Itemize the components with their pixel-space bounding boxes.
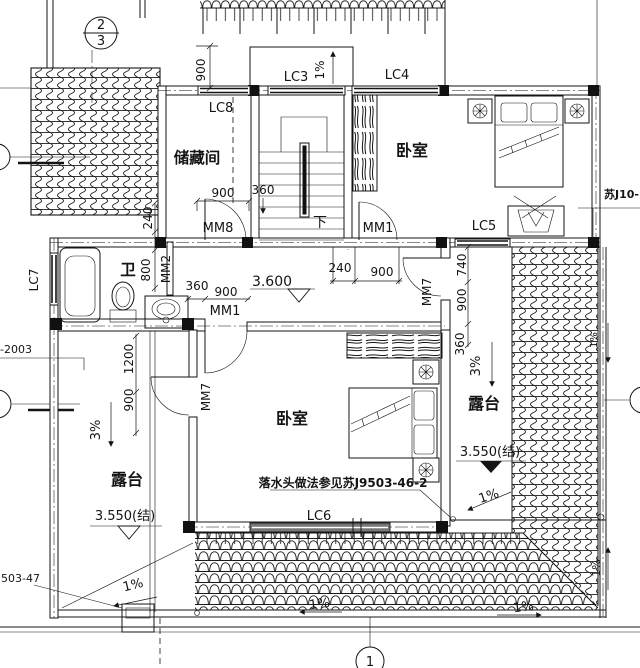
window-lc7 bbox=[49, 252, 59, 306]
staircase bbox=[259, 116, 344, 241]
note-drain: 落水头做法参见苏J9503-46-2 bbox=[259, 475, 428, 490]
roof-tile-area-top-left bbox=[30, 67, 161, 216]
dimension-lines bbox=[132, 42, 472, 437]
dim-stair-360: 360 bbox=[252, 183, 275, 197]
slope-canopy-1pct: 1% bbox=[313, 60, 327, 79]
dim-hall-240: 240 bbox=[329, 261, 352, 275]
dim-left-800: 800 bbox=[139, 259, 153, 282]
level-hall: 3.600 bbox=[252, 274, 292, 290]
dim-hall-door-360: 360 bbox=[186, 279, 209, 293]
window-label-lc6: LC6 bbox=[307, 509, 332, 524]
lamp-icon bbox=[472, 103, 488, 119]
level-marker-hall bbox=[250, 288, 315, 303]
room-label-bath: 卫 bbox=[120, 261, 136, 279]
slope-roof-bottom-right-1pct: 1% bbox=[512, 599, 535, 617]
drain-box bbox=[121, 603, 155, 633]
lamp-icon bbox=[569, 103, 585, 119]
dim-right-360: 360 bbox=[453, 333, 467, 356]
door-label-mm7-left: MM7 bbox=[199, 383, 213, 411]
tv-cabinet bbox=[507, 195, 565, 237]
lamp-icon bbox=[418, 364, 434, 380]
dim-hall-door-900: 900 bbox=[215, 285, 238, 299]
window-label-lc8: LC8 bbox=[209, 101, 234, 116]
grid-bubble-top: 2 3 bbox=[83, 16, 119, 50]
dim-hall-900: 900 bbox=[371, 265, 394, 279]
slope-terrace-right-1pct: 1% bbox=[477, 486, 501, 507]
dim-storage-door-900: 900 bbox=[212, 186, 235, 200]
level-marker-terrace-right bbox=[456, 460, 526, 473]
grid-label-1: 1 bbox=[366, 655, 374, 668]
slope-terrace-right-3pct: 3% bbox=[469, 356, 484, 377]
terrace-left-slope-line bbox=[61, 542, 194, 609]
slope-arrows bbox=[108, 323, 611, 618]
room-label-bedroom-top: 卧室 bbox=[396, 141, 428, 160]
room-label-storage: 储藏间 bbox=[173, 148, 221, 167]
window-lc6 bbox=[249, 518, 391, 537]
dim-right-900: 900 bbox=[455, 289, 469, 312]
window-lc4 bbox=[351, 85, 441, 96]
labels: LC3 LC4 LC8 LC5 LC6 LC7 MM1 MM1 MM2 MM7 … bbox=[0, 59, 639, 617]
window-lc5 bbox=[454, 238, 511, 248]
note-ref-bottom-left: 503-47 bbox=[1, 572, 40, 585]
roof-hip-line bbox=[522, 532, 599, 609]
eave-band-top bbox=[200, 0, 445, 34]
stair-down-label: 下 bbox=[313, 215, 327, 231]
dim-roof-left-900: 900 bbox=[194, 59, 208, 82]
door-mm1-top bbox=[358, 201, 398, 241]
wardrobe-bottom bbox=[346, 332, 443, 359]
window-label-lc3: LC3 bbox=[284, 70, 309, 85]
wardrobe-top bbox=[352, 94, 378, 192]
dim-left-low-900: 900 bbox=[122, 389, 136, 412]
slope-terrace-left-1pct: 1% bbox=[121, 576, 145, 596]
note-ref-left: -2003 bbox=[0, 343, 32, 356]
bed-top bbox=[467, 95, 590, 188]
level-marker-terrace-left bbox=[90, 525, 162, 540]
door-mm1-mid bbox=[204, 330, 248, 374]
window-lc3 bbox=[267, 85, 346, 96]
door-mm7-left bbox=[150, 376, 190, 416]
door-label-mm1-top: MM1 bbox=[363, 221, 394, 236]
dim-right-740: 740 bbox=[455, 254, 469, 277]
slope-roof-bottom-mid-1pct: 1% bbox=[308, 596, 331, 614]
room-label-terrace-left: 露台 bbox=[111, 470, 143, 489]
room-label-terrace-right: 露台 bbox=[468, 394, 500, 413]
door-mm8 bbox=[204, 198, 247, 241]
slope-gutter-down-1pct: 1% bbox=[589, 332, 600, 348]
structural-columns bbox=[50, 85, 599, 533]
roof-tile-strip-right bbox=[511, 247, 599, 606]
grid-bubbles-clipped bbox=[0, 143, 640, 419]
dim-left-240: 240 bbox=[141, 207, 155, 230]
grid-label-3: 3 bbox=[97, 34, 105, 49]
roof-tile-strip-bottom bbox=[195, 532, 599, 610]
bathtub bbox=[59, 247, 101, 323]
window-label-lc4: LC4 bbox=[385, 68, 410, 83]
door-label-mm7-right: MM7 bbox=[420, 278, 434, 306]
roof-drain-left bbox=[194, 610, 200, 616]
dim-left-1200: 1200 bbox=[122, 344, 136, 375]
washbasin bbox=[144, 295, 189, 329]
grid-label-2: 2 bbox=[97, 18, 105, 33]
note-ref-right: 苏J10- bbox=[604, 187, 639, 201]
door-mm7-right bbox=[402, 257, 442, 297]
bed-bottom bbox=[348, 359, 440, 483]
door-label-mm2: MM2 bbox=[159, 255, 173, 283]
door-label-mm1-mid: MM1 bbox=[210, 304, 241, 319]
roof-drain-right bbox=[597, 513, 605, 521]
window-lc8 bbox=[197, 85, 251, 96]
level-terrace-right: 3.550(结) bbox=[460, 445, 520, 460]
window-label-lc5: LC5 bbox=[472, 219, 497, 234]
room-label-bedroom-bottom: 卧室 bbox=[276, 409, 308, 428]
grid-bubble-bottom: 1 bbox=[355, 646, 385, 668]
lamp-icon bbox=[418, 462, 434, 478]
window-label-lc7: LC7 bbox=[27, 269, 41, 292]
leader-lines bbox=[0, 207, 640, 633]
slope-gutter-up-1pct: 1% bbox=[590, 559, 603, 576]
toilet bbox=[109, 281, 137, 323]
door-label-mm8: MM8 bbox=[203, 221, 234, 236]
slope-terrace-left-3pct: 3% bbox=[89, 420, 104, 441]
canopy-outline bbox=[249, 46, 354, 86]
level-terrace-left: 3.550(结) bbox=[95, 509, 155, 524]
